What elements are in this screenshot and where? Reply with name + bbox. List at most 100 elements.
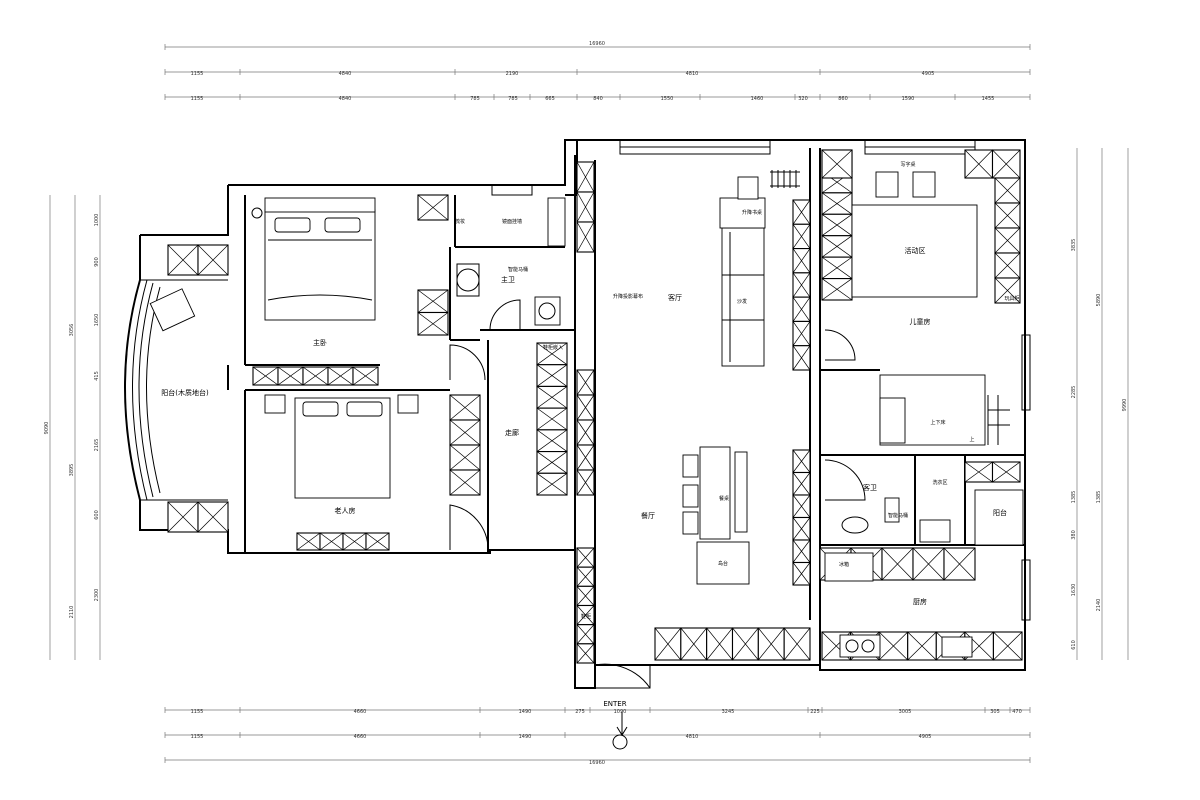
label-dining-table: 餐桌: [719, 495, 729, 502]
label-shoe-cabinet: 鞋柜: [581, 613, 591, 620]
cabinet-cross: [878, 631, 908, 661]
room-guest-bath: 客卫: [863, 483, 877, 492]
cabinet-cross: [536, 364, 568, 387]
cabinet-cross: [576, 444, 595, 471]
cabinet-cross: [576, 605, 595, 625]
cabinet-cross: [576, 566, 595, 587]
cabinet-cross: [821, 235, 853, 258]
cabinet-cross: [536, 429, 568, 452]
cabinet-cross: [449, 394, 481, 421]
dim-right-b2: 2285: [1071, 386, 1077, 399]
room-laundry: 洗衣区: [932, 479, 947, 486]
label-upstairs: 上: [969, 436, 974, 443]
cabinet-cross: [576, 191, 595, 223]
cabinet-cross: [576, 369, 595, 396]
cabinet-cross: [993, 631, 1023, 661]
dim-bot-total: 16960: [589, 760, 605, 766]
label-wardrobe-in: 鞋柜嵌入: [543, 344, 563, 351]
dim-right-a1: 5890: [1096, 294, 1102, 307]
room-balcony: 阳台: [993, 508, 1007, 517]
dim-top2-9: 320: [798, 96, 808, 102]
cabinet-cross: [792, 272, 811, 298]
dim-bot2-3: 1490: [519, 734, 532, 740]
cabinet-cross: [417, 194, 449, 221]
cabinet-cross: [821, 256, 853, 279]
cabinet-cross: [536, 342, 568, 365]
cabinet-cross: [576, 419, 595, 446]
dim-top-total: 16960: [589, 41, 605, 47]
dim-right-b5: 1630: [1071, 584, 1077, 597]
cabinet-cross: [352, 366, 379, 386]
dim-left-a3: 2110: [69, 606, 75, 619]
cabinet-cross: [792, 449, 811, 473]
label-toy-cabinet: 玩具柜: [1004, 295, 1019, 302]
windows: [491, 139, 1031, 621]
cabinet-cross: [417, 312, 449, 336]
entry-label: ENTER: [603, 700, 626, 708]
cabinet-cross: [907, 631, 937, 661]
dim-top-3: 2190: [506, 71, 519, 77]
cabinet-cross: [821, 149, 853, 179]
cabinet-cross: [964, 461, 993, 483]
cabinet-cross: [821, 214, 853, 236]
cabinet-cross: [792, 296, 811, 322]
cabinet-cross: [342, 532, 367, 551]
cabinet-cross: [792, 472, 811, 496]
dim-bot-3: 1490: [519, 709, 532, 715]
cabinet-cross: [792, 224, 811, 249]
dim-left-total: 9090: [44, 422, 50, 435]
dim-top2-5: 665: [545, 96, 555, 102]
dim-left-a1: 3056: [69, 324, 75, 337]
room-balcony-wood: 阳台(木质地台): [161, 388, 209, 397]
furniture: [149, 170, 1024, 689]
cabinet-cross: [576, 586, 595, 606]
dim-left-c6: 600: [94, 510, 100, 520]
label-sofa: 沙发: [737, 298, 747, 305]
dim-bot-10: 470: [1012, 709, 1022, 715]
cabinet-cross: [994, 227, 1021, 254]
cabinet-cross: [654, 627, 682, 661]
dim-left-c2: 900: [94, 257, 100, 267]
dim-top-2: 4840: [339, 71, 352, 77]
cabinet-cross: [994, 252, 1021, 279]
cabinet-cross: [576, 394, 595, 421]
dim-top2-2: 4840: [339, 96, 352, 102]
dim-top2-4: 785: [508, 96, 518, 102]
dim-right-b3: 1385: [1071, 491, 1077, 504]
cabinet-cross: [881, 547, 914, 581]
label-dressing: 梳妆: [455, 218, 465, 225]
cabinet-cross: [167, 244, 199, 276]
cabinet-cross: [732, 627, 759, 661]
entry-marker: ENTER: [603, 700, 628, 750]
cabinet-cross: [536, 451, 568, 474]
cabinet-cross: [449, 444, 481, 471]
label-smart-toilet: 智能马桶: [508, 266, 528, 273]
cabinet-cross: [758, 627, 785, 661]
dim-top2-8: 1460: [751, 96, 764, 102]
dim-bot2-5: 4905: [919, 734, 932, 740]
cabinet-cross: [994, 177, 1021, 204]
dim-top-1: 1155: [191, 71, 204, 77]
cabinet-cross: [792, 199, 811, 225]
label-bunk-bed: 上下床: [930, 419, 945, 426]
cabinet-cross: [536, 407, 568, 431]
room-activity: 活动区: [905, 246, 926, 255]
label-desk: 写字桌: [900, 161, 915, 168]
dim-top2-3: 785: [470, 96, 480, 102]
cabinet-cross: [912, 547, 945, 581]
cabinet-cross: [783, 627, 811, 661]
cabinet-cross: [327, 366, 354, 386]
cabinet-cross: [536, 473, 568, 496]
room-labels: 阳台(木质地台) 主卧 主卫 老人房 走廊 客厅 餐厅 儿童房 活动区 客卫 洗…: [161, 246, 1007, 606]
dim-left-c4: 415: [94, 371, 100, 381]
cabinet-cross: [576, 547, 595, 568]
dim-left-a2: 3895: [69, 464, 75, 477]
room-kids: 儿童房: [910, 317, 931, 326]
cabinet-cross: [296, 532, 321, 551]
cabinet-cross: [706, 627, 733, 661]
dim-bot-5: 1090: [614, 709, 627, 715]
cabinet-cross: [792, 345, 811, 371]
label-island: 岛台: [718, 560, 728, 567]
cabinet-cross: [576, 161, 595, 193]
dim-bot-1: 1155: [191, 709, 204, 715]
